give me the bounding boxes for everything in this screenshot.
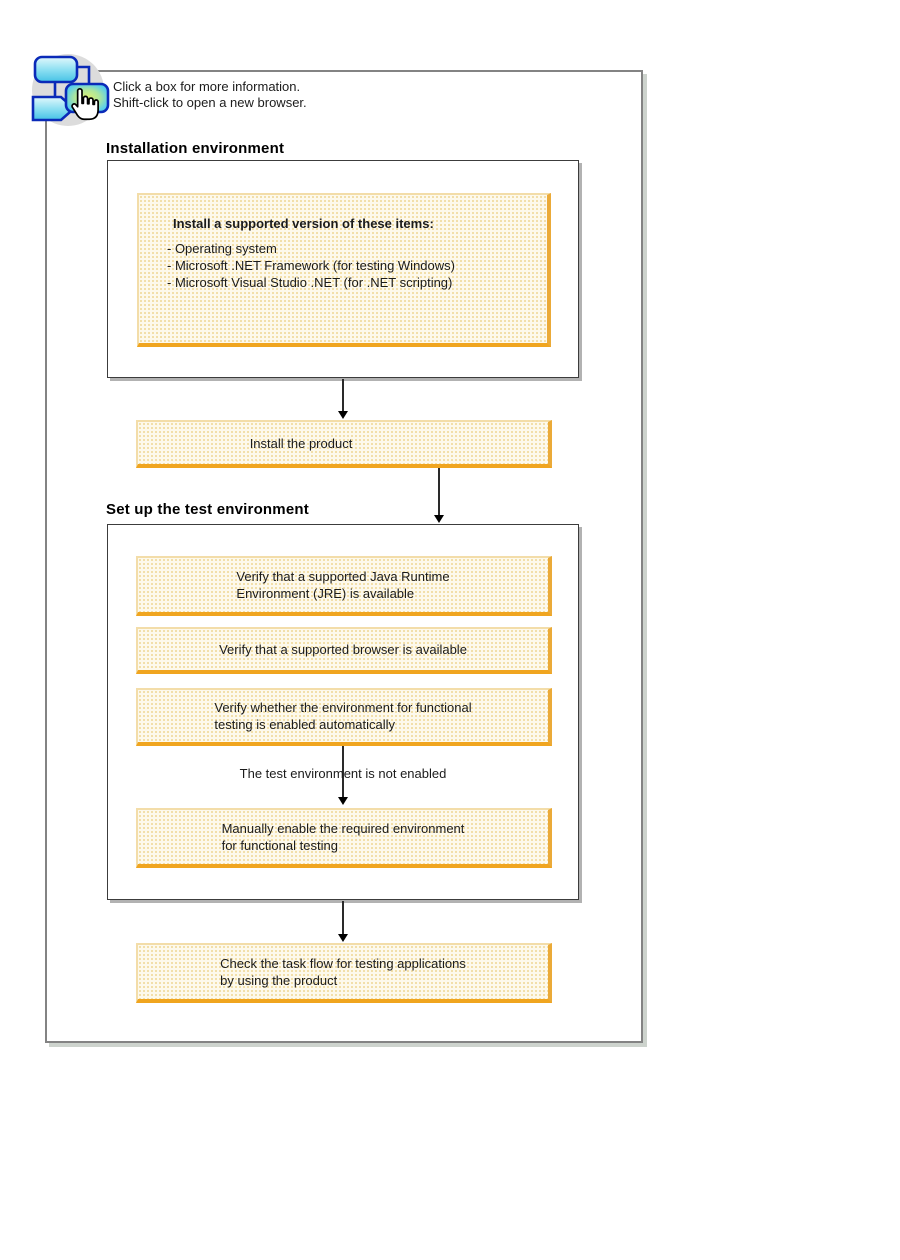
connector-line (342, 901, 344, 935)
instructions-line-2: Shift-click to open a new browser. (113, 95, 307, 110)
box-label-line2: for functional testing (221, 838, 338, 853)
connector-line (342, 379, 344, 412)
install-item-dotnet-framework: - Microsoft .NET Framework (for testing … (167, 258, 455, 273)
taskflow-hand-icon (26, 50, 112, 130)
flow-box-verify-browser[interactable]: Verify that a supported browser is avail… (136, 627, 552, 674)
arrowhead-icon (338, 797, 348, 805)
box-label: Install the product (249, 435, 353, 451)
box-label-line2: testing is enabled automatically (214, 717, 396, 732)
install-items-content: Install a supported version of these ite… (167, 216, 455, 291)
icon-node-pentagon (31, 95, 76, 122)
branch-label-env-not-enabled: The test environment is not enabled (239, 766, 447, 781)
hand-cursor-icon (71, 87, 99, 121)
box-label-line1: Manually enable the required environment (221, 821, 465, 836)
box-label-line1: Verify whether the environment for funct… (214, 700, 472, 715)
section-title-setup: Set up the test environment (106, 501, 309, 518)
arrowhead-icon (338, 411, 348, 419)
install-item-os: - Operating system (167, 241, 277, 256)
flow-box-install-supported-items[interactable] (137, 193, 551, 347)
flow-box-install-product[interactable]: Install the product (136, 420, 552, 468)
box-label: Verify that a supported browser is avail… (219, 642, 467, 657)
box-label-line1: Verify that a supported Java Runtime (236, 569, 450, 584)
section-title-installation: Installation environment (106, 140, 285, 157)
flow-box-verify-jre[interactable]: Verify that a supported Java Runtime Env… (136, 556, 552, 616)
flow-box-check-taskflow[interactable]: Check the task flow for testing applicat… (136, 943, 552, 1003)
install-item-visual-studio: - Microsoft Visual Studio .NET (for .NET… (167, 275, 453, 290)
box-label-line2: Environment (JRE) is available (236, 586, 415, 601)
icon-node-top (33, 55, 79, 84)
instructions-text: Click a box for more information. Shift-… (113, 79, 307, 111)
install-items-title: Install a supported version of these ite… (173, 216, 434, 231)
connector-line (438, 468, 440, 516)
arrowhead-icon (338, 934, 348, 942)
box-label-line1: Check the task flow for testing applicat… (220, 956, 466, 971)
flow-box-manually-enable[interactable]: Manually enable the required environment… (136, 808, 552, 868)
arrowhead-icon (434, 515, 444, 523)
flow-box-verify-environment[interactable]: Verify whether the environment for funct… (136, 688, 552, 746)
connector-line (342, 746, 344, 798)
box-label-line2: by using the product (220, 973, 338, 988)
instructions-line-1: Click a box for more information. (113, 79, 301, 94)
